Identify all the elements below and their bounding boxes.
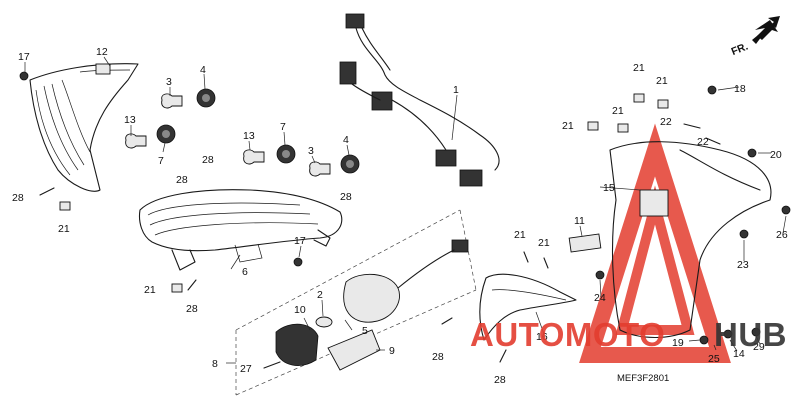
callout-19: 19 (672, 337, 684, 349)
callout-21d: 21 (538, 237, 550, 249)
part-1-wire-harness (339, 13, 500, 187)
part-3-bulb (161, 93, 183, 109)
callout-21a: 21 (58, 223, 70, 235)
callout-3b: 3 (308, 145, 314, 157)
part-15-rear-fender (609, 141, 772, 338)
diagram-code: MEF3F2801 (617, 373, 669, 384)
watermark-logo (579, 123, 731, 363)
callout-22b: 22 (697, 136, 709, 148)
leader-lines (24, 56, 787, 364)
callout-25: 25 (708, 353, 720, 365)
part-10-license-cover (275, 323, 319, 366)
part-6-tail-lens (138, 189, 343, 271)
part-3-bulb-b (309, 161, 331, 177)
callout-14: 14 (733, 348, 745, 360)
callout-numbers: 12 17 3 4 13 7 28 28 28 21 13 7 3 4 28 1… (12, 46, 788, 386)
callout-11: 11 (574, 215, 585, 227)
callout-16: 16 (536, 331, 548, 343)
callout-17b: 17 (294, 235, 306, 247)
part-7-socket (156, 124, 176, 144)
callout-10: 10 (294, 304, 306, 316)
part-13-bulb (125, 133, 147, 149)
callout-17: 17 (18, 51, 30, 63)
part-11-reflector (568, 233, 602, 253)
callout-13b: 13 (243, 130, 255, 142)
callout-28b: 28 (176, 174, 188, 186)
callout-9: 9 (389, 345, 395, 357)
part-5-license-light-base (343, 239, 469, 323)
callout-23: 23 (737, 259, 749, 271)
callout-8: 8 (212, 358, 218, 370)
part-13-bulb-b (243, 149, 265, 165)
callout-18: 18 (734, 83, 746, 95)
callout-27: 27 (240, 363, 252, 375)
callout-4b: 4 (343, 134, 349, 146)
part-8-group-outline (235, 209, 477, 396)
callout-3: 3 (166, 76, 172, 88)
callout-28a: 28 (202, 154, 214, 166)
callout-20: 20 (770, 149, 782, 161)
callout-28f: 28 (432, 351, 444, 363)
watermark-text-a: AUTOMOTO (470, 316, 665, 353)
front-direction-label: FR. (730, 41, 750, 58)
callout-24: 24 (594, 292, 606, 304)
callout-13: 13 (124, 114, 136, 126)
part-16-rear-fender-lower (479, 273, 577, 341)
callout-2: 2 (317, 289, 323, 301)
callout-28c: 28 (12, 192, 24, 204)
part-7-socket-b (276, 144, 296, 164)
part-9-lens (327, 329, 381, 371)
hardware-bolts (19, 71, 791, 369)
callout-15: 15 (603, 182, 615, 194)
callout-21f: 21 (656, 75, 668, 87)
callout-21c: 21 (514, 229, 526, 241)
part-4-socket (196, 88, 216, 108)
callout-29: 29 (753, 341, 765, 353)
callout-28e: 28 (186, 303, 198, 315)
callout-5: 5 (362, 325, 368, 337)
callout-1: 1 (453, 84, 459, 96)
callout-28g: 28 (494, 374, 506, 386)
callout-7b: 7 (280, 121, 286, 133)
callout-21g: 21 (612, 105, 624, 117)
callout-21h: 21 (562, 120, 574, 132)
callout-21e: 21 (633, 62, 645, 74)
callout-6: 6 (242, 266, 248, 278)
callout-28d: 28 (340, 191, 352, 203)
part-4-socket-b (340, 154, 360, 174)
callout-22a: 22 (660, 116, 672, 128)
callout-4: 4 (200, 64, 206, 76)
watermark-text-b: HUB (714, 316, 787, 353)
watermark-text: AUTOMOTO HUB (470, 316, 787, 353)
part-2-washer (315, 316, 333, 328)
callout-7: 7 (158, 155, 164, 167)
callout-12: 12 (96, 46, 108, 58)
front-direction-indicator: FR. (730, 16, 780, 58)
callout-26: 26 (776, 229, 788, 241)
part-12-lens-housing (29, 63, 139, 192)
callout-21b: 21 (144, 284, 156, 296)
